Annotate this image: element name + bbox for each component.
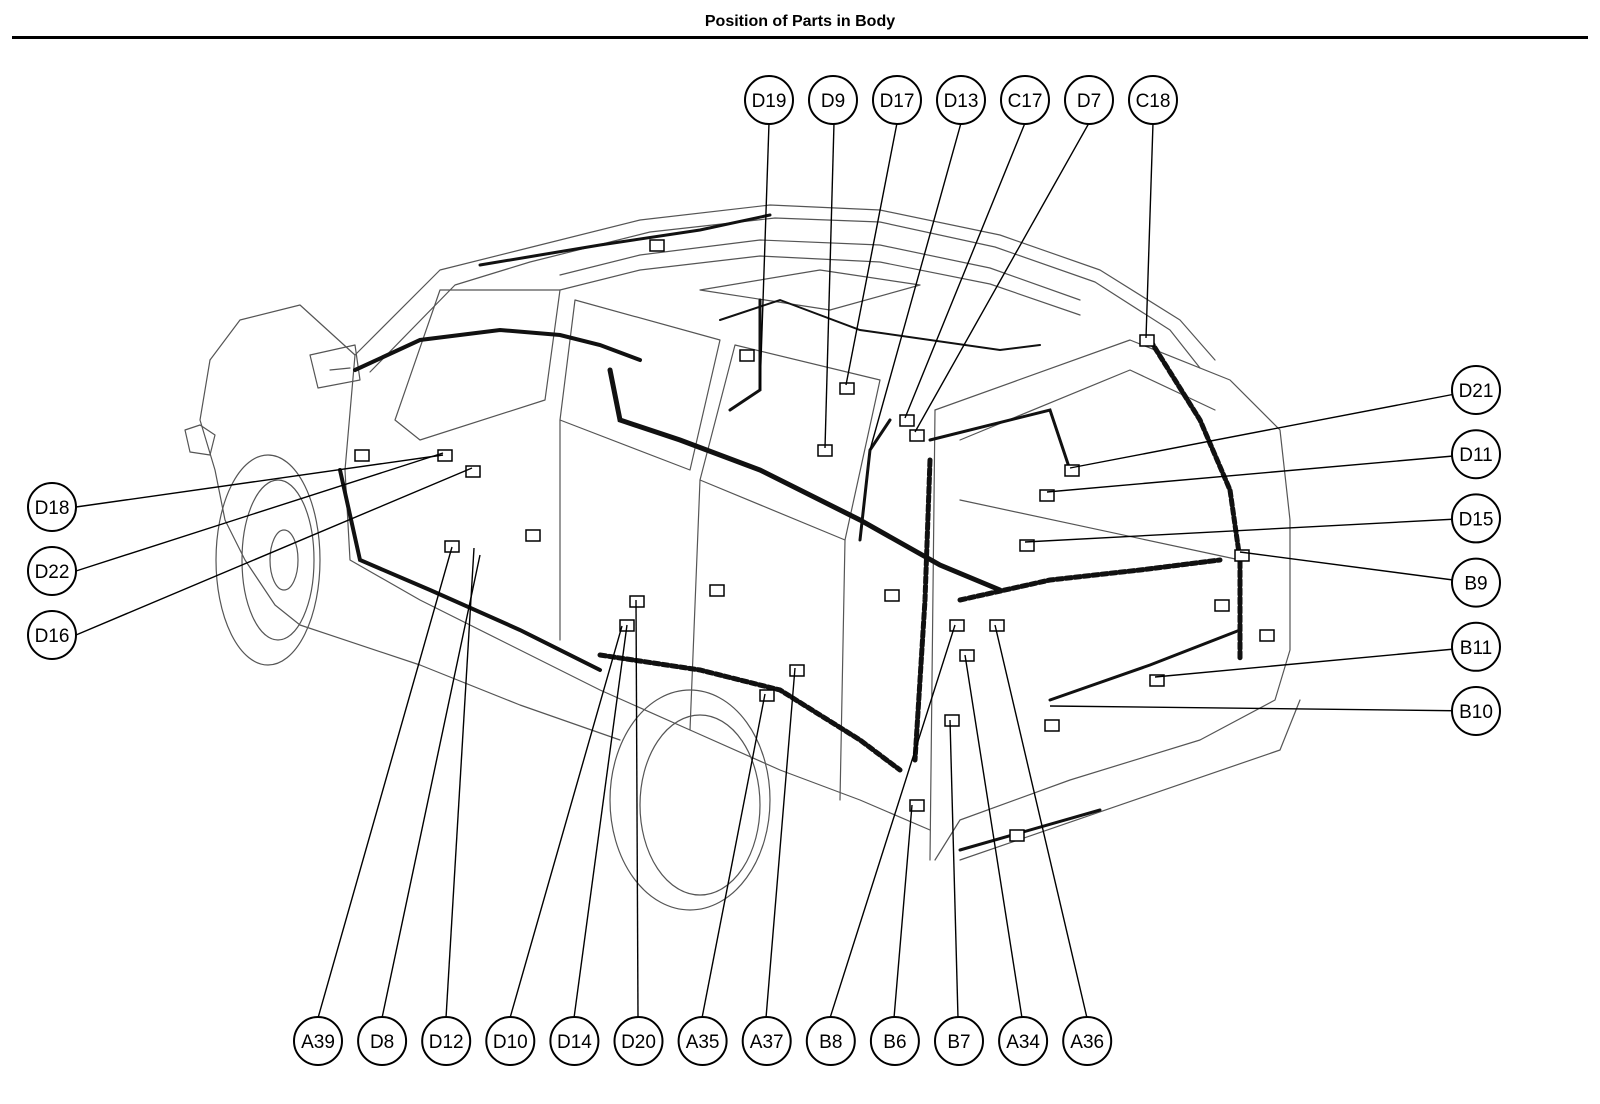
callout-label: D13	[944, 91, 979, 112]
callout-b8: B8	[805, 1016, 856, 1066]
callout-c18: C18	[1128, 75, 1178, 125]
callout-leader-lines	[75, 122, 1477, 1019]
callout-d10: D10	[485, 1016, 536, 1066]
callout-circle	[1451, 621, 1501, 672]
callout-d21: D21	[1451, 365, 1501, 415]
callout-circle	[1062, 1016, 1113, 1066]
callout-label: D16	[35, 626, 70, 647]
callout-b7: B7	[934, 1016, 984, 1066]
callout-label: A39	[301, 1032, 335, 1053]
callout-label: D7	[1077, 91, 1101, 112]
callout-circle	[1451, 429, 1501, 480]
callout-circle	[293, 1016, 343, 1066]
callout-circle	[998, 1016, 1049, 1066]
callout-d13: D13	[936, 75, 986, 125]
callout-circle	[1128, 75, 1178, 125]
callout-label: B6	[883, 1032, 906, 1053]
callout-d11: D11	[1451, 429, 1501, 480]
callout-label: D19	[752, 91, 787, 112]
callout-label: B8	[819, 1032, 842, 1053]
callout-b11: B11	[1451, 621, 1501, 672]
callout-d22: D22	[27, 546, 77, 596]
callout-circle	[1451, 557, 1501, 608]
callout-circle	[1451, 493, 1501, 544]
callout-label: A36	[1070, 1032, 1104, 1053]
callout-circle	[1000, 75, 1050, 125]
callout-d12: D12	[421, 1016, 472, 1066]
callout-label: C17	[1008, 91, 1043, 112]
callout-b10: B10	[1451, 686, 1501, 736]
callout-c17: C17	[1000, 75, 1050, 125]
callout-label: D22	[35, 562, 70, 583]
callout-circle	[549, 1016, 600, 1066]
callout-label: A34	[1006, 1032, 1040, 1053]
callout-circle	[1451, 686, 1501, 736]
callout-d19: D19	[744, 75, 794, 125]
title-rule	[12, 36, 1588, 39]
callout-d17: D17	[872, 75, 922, 125]
callout-label: D14	[557, 1032, 592, 1053]
page-title: Position of Parts in Body	[704, 13, 896, 30]
callout-label: B10	[1459, 702, 1493, 723]
callout-label: D9	[821, 91, 845, 112]
callout-label: A35	[686, 1032, 720, 1053]
callout-d14: D14	[549, 1016, 600, 1066]
callout-circle	[869, 1016, 920, 1066]
callout-circle	[872, 75, 922, 125]
callout-circle	[936, 75, 986, 125]
callout-d15: D15	[1451, 493, 1501, 544]
callout-a35: A35	[677, 1016, 728, 1066]
callout-circle	[1451, 365, 1501, 415]
callout-circle	[27, 482, 77, 532]
callout-label: D20	[621, 1032, 656, 1053]
callout-label: D8	[370, 1032, 394, 1053]
callout-b9: B9	[1451, 557, 1501, 608]
callout-circle	[27, 610, 77, 660]
callout-circle	[357, 1016, 408, 1066]
callout-d8: D8	[357, 1016, 408, 1066]
callout-circle	[934, 1016, 984, 1066]
callout-d18: D18	[27, 482, 77, 532]
wiring-harness	[338, 213, 1243, 852]
callout-label: D10	[493, 1032, 528, 1053]
callout-circle	[808, 75, 858, 125]
callout-circle	[27, 546, 77, 596]
callout-label: B11	[1460, 638, 1492, 659]
callout-a39: A39	[293, 1016, 343, 1066]
callout-circle	[485, 1016, 536, 1066]
callout-a34: A34	[998, 1016, 1049, 1066]
callout-label: D15	[1459, 509, 1494, 530]
callout-d9: D9	[808, 75, 858, 125]
connector-blocks	[354, 239, 1275, 842]
callout-circle	[1064, 75, 1114, 125]
callout-label: C18	[1136, 91, 1171, 112]
callout-a36: A36	[1062, 1016, 1113, 1066]
callout-label: D21	[1459, 381, 1494, 402]
callout-b6: B6	[869, 1016, 920, 1066]
callout-d20: D20	[613, 1016, 664, 1066]
callout-label: B9	[1464, 574, 1487, 595]
callout-label: B7	[947, 1032, 970, 1053]
callout-label: A37	[750, 1032, 784, 1053]
vehicle-body-drawing	[184, 204, 1301, 911]
callout-circle	[805, 1016, 856, 1066]
callout-label: D11	[1459, 445, 1492, 466]
callout-circle	[741, 1016, 792, 1066]
callout-d16: D16	[27, 610, 77, 660]
callout-a37: A37	[741, 1016, 792, 1066]
callout-label: D12	[429, 1032, 464, 1053]
callout-label: D18	[35, 498, 70, 519]
callout-label: D17	[880, 91, 915, 112]
callout-d7: D7	[1064, 75, 1114, 125]
callout-circle	[421, 1016, 472, 1066]
callout-circle	[677, 1016, 728, 1066]
callout-circle	[744, 75, 794, 125]
callout-circle	[613, 1016, 664, 1066]
